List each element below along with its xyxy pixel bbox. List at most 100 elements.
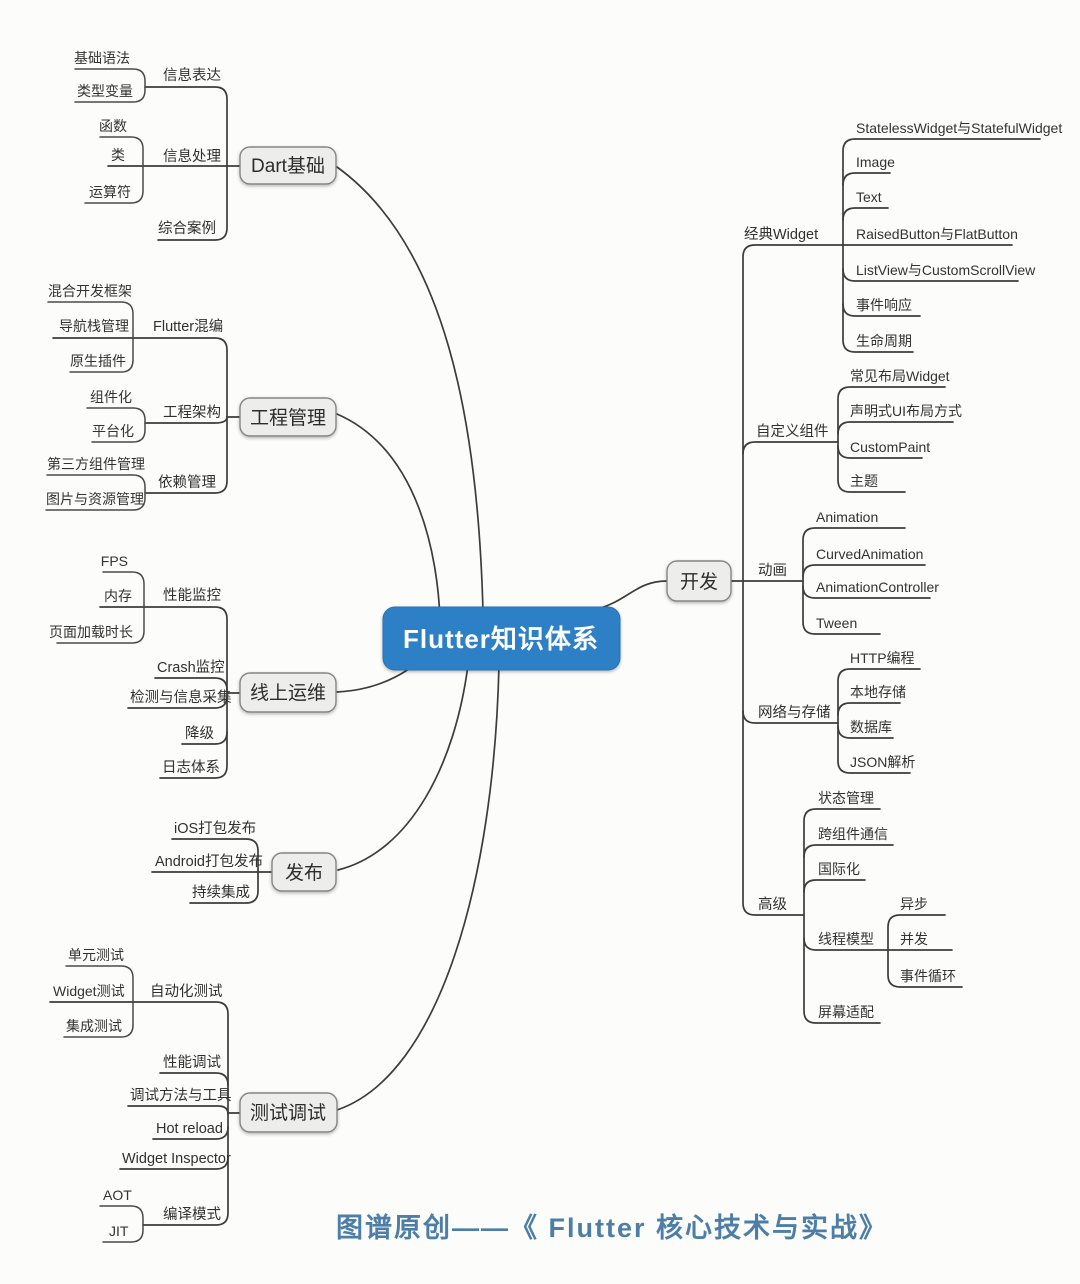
node-label[interactable]: 发布	[285, 862, 323, 884]
topic-label[interactable]: 导航栈管理	[59, 318, 129, 334]
node-label[interactable]: 线上运维	[250, 682, 326, 704]
topic-label[interactable]: Android打包发布	[155, 853, 263, 870]
topic-label[interactable]: 图片与资源管理	[46, 491, 144, 507]
topic-label[interactable]: CustomPaint	[850, 439, 930, 455]
topic-label[interactable]: Image	[856, 154, 895, 170]
topic-label[interactable]: 页面加载时长	[49, 624, 133, 640]
topic-label[interactable]: 动画	[758, 562, 787, 579]
topic-label[interactable]: 常见布局Widget	[850, 368, 950, 384]
node-box[interactable]	[271, 852, 337, 892]
topic-label[interactable]: AOT	[103, 1187, 132, 1203]
topic-label[interactable]: 状态管理	[818, 790, 874, 806]
topic-label[interactable]: 组件化	[90, 389, 132, 405]
topic-label[interactable]: RaisedButton与FlatButton	[856, 226, 1018, 242]
topic-label[interactable]: FPS	[101, 553, 128, 569]
topic-label[interactable]: 降级	[185, 725, 214, 742]
topic-label[interactable]: 混合开发框架	[48, 283, 132, 299]
topic-label[interactable]: 集成测试	[66, 1018, 122, 1034]
topic-label[interactable]: 类	[111, 147, 125, 163]
topic-label[interactable]: JSON解析	[850, 754, 915, 770]
sub-line	[159, 1072, 229, 1086]
root-label[interactable]: Flutter知识体系	[403, 624, 599, 654]
node-testing[interactable]: 测试调试	[239, 1092, 338, 1133]
topic-label[interactable]: 持续集成	[192, 884, 250, 901]
topic-label[interactable]: 综合案例	[158, 219, 216, 237]
topic-label[interactable]: 基础语法	[74, 50, 130, 66]
topic-label[interactable]: 并发	[900, 931, 928, 947]
topic-label[interactable]: 国际化	[818, 861, 860, 877]
bracket	[99, 1205, 144, 1243]
topic-label[interactable]: 日志体系	[162, 759, 220, 776]
node-box[interactable]	[239, 672, 337, 713]
topic-label[interactable]: JIT	[109, 1223, 129, 1239]
topic-label[interactable]: 原生插件	[70, 353, 126, 369]
topic-label[interactable]: CurvedAnimation	[816, 546, 923, 562]
topic-label[interactable]: 事件循环	[900, 968, 956, 984]
topic-label[interactable]: 第三方组件管理	[47, 456, 145, 472]
topic-label[interactable]: 类型变量	[77, 83, 133, 99]
dart-group-lines	[74, 68, 241, 241]
topic-label[interactable]: AnimationController	[816, 579, 939, 595]
topic-label[interactable]: StatelessWidget与StatefulWidget	[856, 120, 1062, 136]
topic-label[interactable]: 高级	[758, 896, 787, 913]
node-box[interactable]	[666, 560, 732, 602]
node-label[interactable]: 开发	[680, 571, 718, 593]
topic-label[interactable]: 性能调试	[163, 1054, 221, 1071]
node-box[interactable]	[239, 397, 337, 437]
topic-label[interactable]: 数据库	[850, 719, 892, 735]
node-box[interactable]	[239, 1092, 338, 1133]
topic-label[interactable]: Flutter混编	[153, 318, 223, 335]
node-box[interactable]	[239, 146, 337, 185]
topic-label[interactable]: 线程模型	[818, 931, 874, 947]
topic-label[interactable]: Animation	[816, 509, 878, 525]
topic-label[interactable]: 检测与信息采集	[130, 689, 232, 706]
leaf-line	[842, 172, 891, 186]
topic-label[interactable]: 自定义组件	[756, 423, 829, 440]
topic-label[interactable]: Text	[856, 189, 882, 205]
node-dart[interactable]: Dart基础	[239, 146, 337, 185]
topic-label[interactable]: 调试方法与工具	[130, 1087, 232, 1104]
topic-label[interactable]: 工程架构	[163, 404, 221, 421]
topic-label[interactable]: 本地存储	[850, 684, 906, 700]
topic-label[interactable]: 声明式UI布局方式	[850, 403, 962, 419]
topic-label[interactable]: 屏幕适配	[818, 1004, 874, 1020]
topic-label[interactable]: Widget Inspector	[122, 1151, 231, 1167]
topic-label[interactable]: 运算符	[89, 184, 131, 200]
node-engineering[interactable]: 工程管理	[239, 397, 337, 437]
topic-label[interactable]: 平台化	[92, 423, 134, 439]
node-label[interactable]: 测试调试	[250, 1102, 326, 1124]
node-operations[interactable]: 线上运维	[239, 672, 337, 713]
topic-label[interactable]: 内存	[104, 588, 132, 604]
node-label[interactable]: Dart基础	[251, 155, 325, 177]
node-develop[interactable]: 开发	[666, 560, 732, 602]
node-root[interactable]: Flutter知识体系	[382, 606, 621, 671]
topic-label[interactable]: 跨组件通信	[818, 826, 888, 842]
topic-label[interactable]: 单元测试	[68, 947, 124, 963]
topic-label[interactable]: 编译模式	[163, 1206, 221, 1223]
topic-label[interactable]: 生命周期	[856, 333, 912, 349]
sub-line	[127, 695, 228, 709]
topic-label[interactable]: iOS打包发布	[174, 820, 256, 837]
root-box[interactable]	[382, 606, 621, 671]
topic-label[interactable]: Hot reload	[156, 1121, 223, 1137]
topic-label[interactable]: Widget测试	[53, 983, 125, 999]
topic-label[interactable]: 依赖管理	[158, 474, 216, 491]
topic-label[interactable]: 函数	[99, 118, 127, 134]
topic-label[interactable]: 自动化测试	[150, 983, 223, 1000]
topic-label[interactable]: Crash监控	[157, 659, 225, 676]
topic-label[interactable]: 信息表达	[163, 67, 221, 84]
topic-label[interactable]: 信息处理	[163, 148, 221, 165]
topic-label[interactable]: 性能监控	[163, 587, 221, 604]
topic-label[interactable]: 主题	[850, 473, 878, 489]
topic-label[interactable]: 异步	[900, 896, 928, 912]
node-release[interactable]: 发布	[271, 852, 337, 892]
node-label[interactable]: 工程管理	[250, 407, 326, 429]
topic-label[interactable]: HTTP编程	[850, 650, 915, 666]
topic-label[interactable]: 事件响应	[856, 297, 912, 313]
topic-label[interactable]: 网络与存储	[758, 704, 831, 721]
child-spine	[842, 138, 1041, 353]
leaf-line	[837, 725, 894, 739]
topic-label[interactable]: Tween	[816, 615, 857, 631]
topic-label[interactable]: 经典Widget	[744, 226, 818, 243]
topic-label[interactable]: ListView与CustomScrollView	[856, 262, 1036, 278]
